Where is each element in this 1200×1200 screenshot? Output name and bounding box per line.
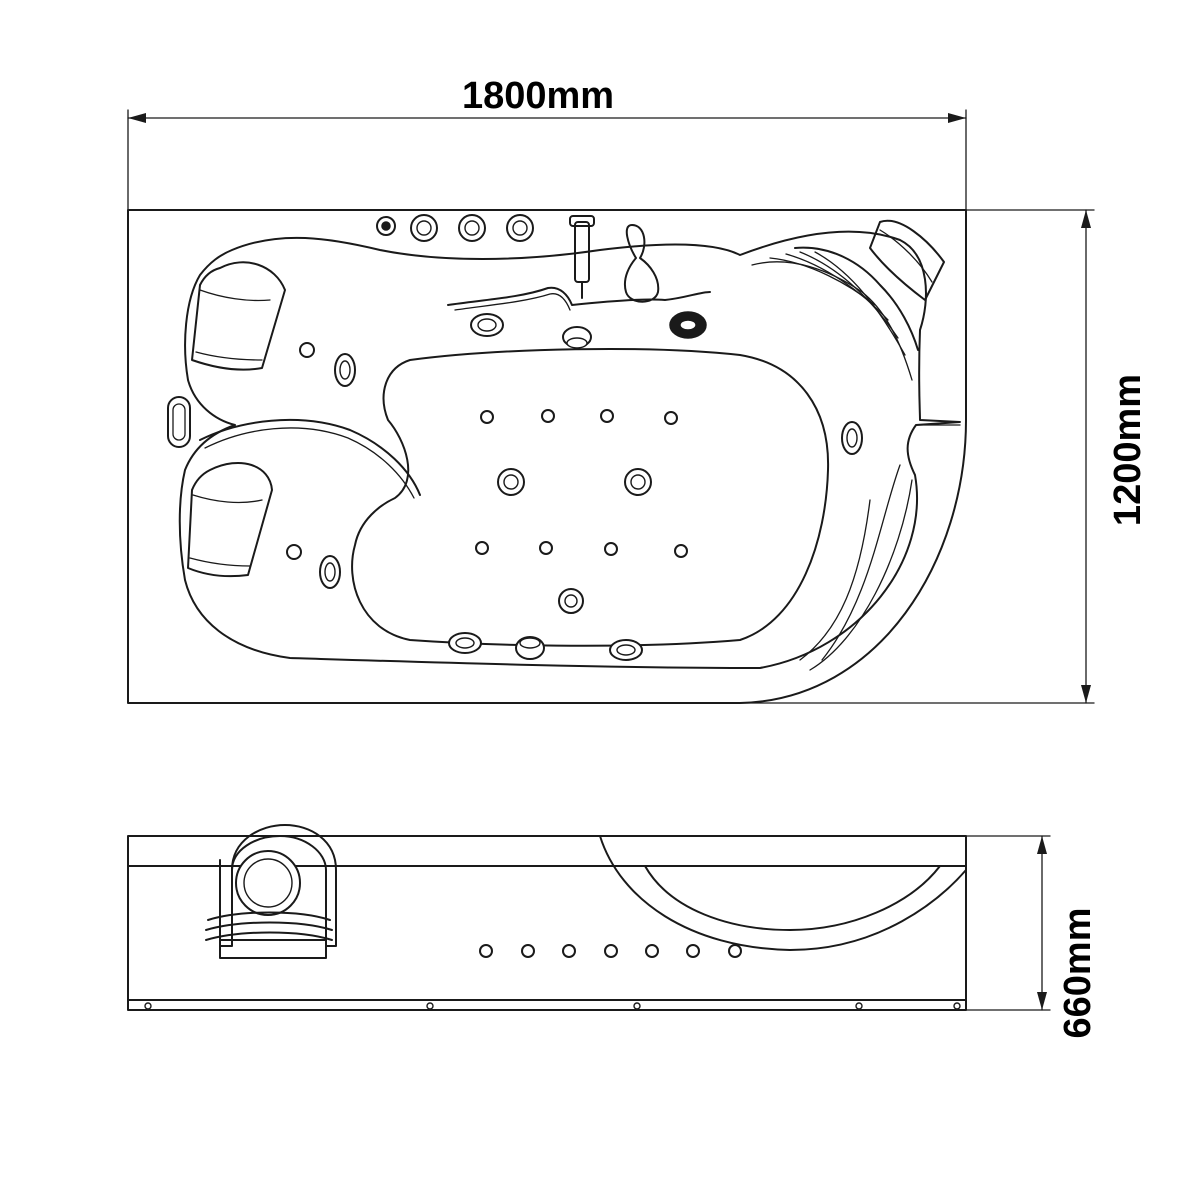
length-label: 1800mm bbox=[462, 75, 614, 117]
base-screws bbox=[144, 1002, 961, 1010]
basin-jets bbox=[475, 409, 688, 614]
side-view-outline bbox=[127, 835, 967, 1011]
height-dimension: 660mm bbox=[965, 835, 1099, 1039]
overflow-slot bbox=[167, 396, 191, 448]
length-dimension: 1800mm bbox=[127, 75, 967, 211]
width-dimension: 1200mm bbox=[739, 209, 1149, 704]
faucet bbox=[447, 215, 711, 311]
pillow-lower-left bbox=[187, 461, 273, 578]
pillow-upper-left bbox=[191, 261, 286, 371]
height-label: 660mm bbox=[1057, 908, 1099, 1039]
width-label: 1200mm bbox=[1107, 374, 1149, 526]
backrest-ribs bbox=[751, 246, 919, 381]
pillow-right bbox=[869, 219, 945, 301]
inner-basin bbox=[351, 347, 830, 647]
side-jet-upper-left bbox=[299, 342, 315, 358]
side-arch bbox=[599, 835, 967, 951]
hand-shower bbox=[624, 224, 660, 303]
top-view-outline bbox=[127, 209, 967, 704]
top-view bbox=[127, 209, 967, 704]
side-jet-lower-left bbox=[286, 544, 302, 560]
pump-cover bbox=[205, 824, 337, 959]
deck-contour bbox=[178, 230, 961, 669]
side-view bbox=[127, 824, 967, 1011]
side-jets bbox=[479, 944, 742, 958]
